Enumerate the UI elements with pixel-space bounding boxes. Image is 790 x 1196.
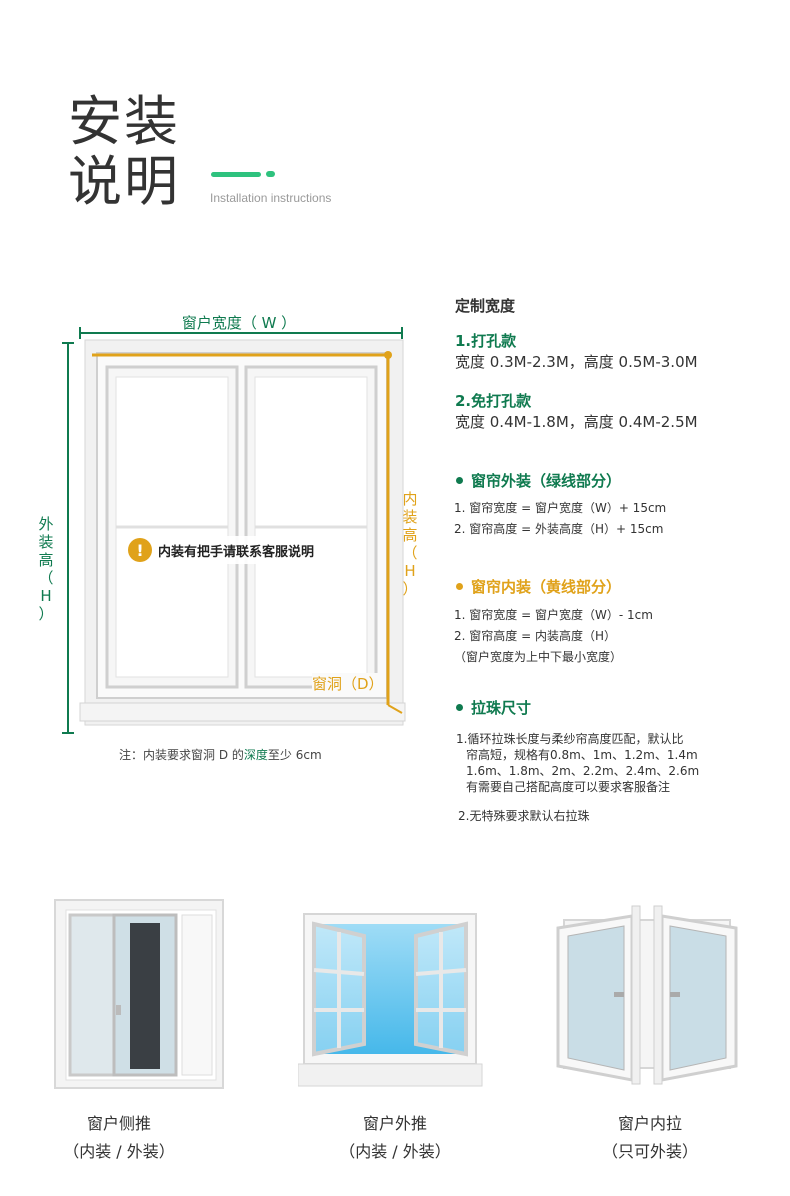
warning-badge: ! 内装有把手请联系客服说明 (126, 536, 321, 564)
inner-install-lines: 1. 窗帘宽度 = 窗户宽度（W）- 1cm 2. 窗帘高度 = 内装高度（H）… (454, 608, 653, 664)
pull-bead-head: 拉珠尺寸 (456, 697, 531, 718)
accent-bar (211, 172, 261, 177)
outer-height-label: 外 装 高 （ H ） (38, 515, 54, 623)
pull-bead-p1: 1.循环拉珠长度与柔纱帘高度匹配，默认比 帘高短，规格有0.8m、1m、1.2m… (456, 732, 700, 794)
inward-window-illustration (556, 905, 738, 1085)
window-type-1-name: 窗户侧推 (86, 1114, 151, 1133)
window-sill (79, 702, 406, 722)
spec-head-2: 2.免打孔款 (455, 392, 532, 410)
spec-title: 定制宽度 (455, 297, 516, 315)
width-label: 窗户宽度（ W ） (181, 314, 297, 332)
hole-label: 窗洞（D） (312, 673, 384, 694)
hole-depth-line (387, 704, 403, 714)
spec-value-2: 宽度 0.4M-1.8M，高度 0.4M-2.5M (455, 413, 698, 431)
sliding-window-illustration (54, 899, 224, 1089)
outer-install-lines: 1. 窗帘宽度 = 窗户宽度（W）+ 15cm 2. 窗帘高度 = 外装高度（H… (454, 501, 667, 536)
subtitle: Installation instructions (210, 191, 332, 205)
spec-value-1: 宽度 0.3M-2.3M，高度 0.5M-3.0M (455, 353, 698, 371)
warning-icon: ! (128, 538, 152, 562)
accent-dot (266, 171, 275, 177)
outer-install-head: 窗帘外装（绿线部分） (456, 470, 621, 491)
outward-window-illustration (298, 913, 483, 1087)
spec-head-1: 1.打孔款 (455, 332, 517, 350)
bullet-icon (456, 704, 463, 711)
window-diagram (62, 327, 406, 734)
title-line-2: 说明 (68, 150, 180, 213)
inner-install-head: 窗帘内装（黄线部分） (456, 576, 621, 597)
window-type-2-name: 窗户外推 (362, 1114, 427, 1133)
warning-text: 内装有把手请联系客服说明 (158, 544, 315, 560)
window-type-3-install: （只可外装） (601, 1142, 698, 1161)
inner-height-label: 内 装 高 （ H ） (402, 490, 418, 598)
window-type-1-install: （内装 / 外装） (63, 1142, 175, 1161)
window-type-2-install: （内装 / 外装） (339, 1142, 451, 1161)
bullet-icon (456, 477, 463, 484)
window-type-3-name: 窗户内拉 (617, 1114, 682, 1133)
pull-bead-p2: 2.无特殊要求默认右拉珠 (458, 809, 590, 823)
depth-note: 注：内装要求窗洞 D 的深度至少 6cm (119, 748, 322, 762)
bullet-icon (456, 583, 463, 590)
title-line-1: 安装 (68, 90, 180, 153)
